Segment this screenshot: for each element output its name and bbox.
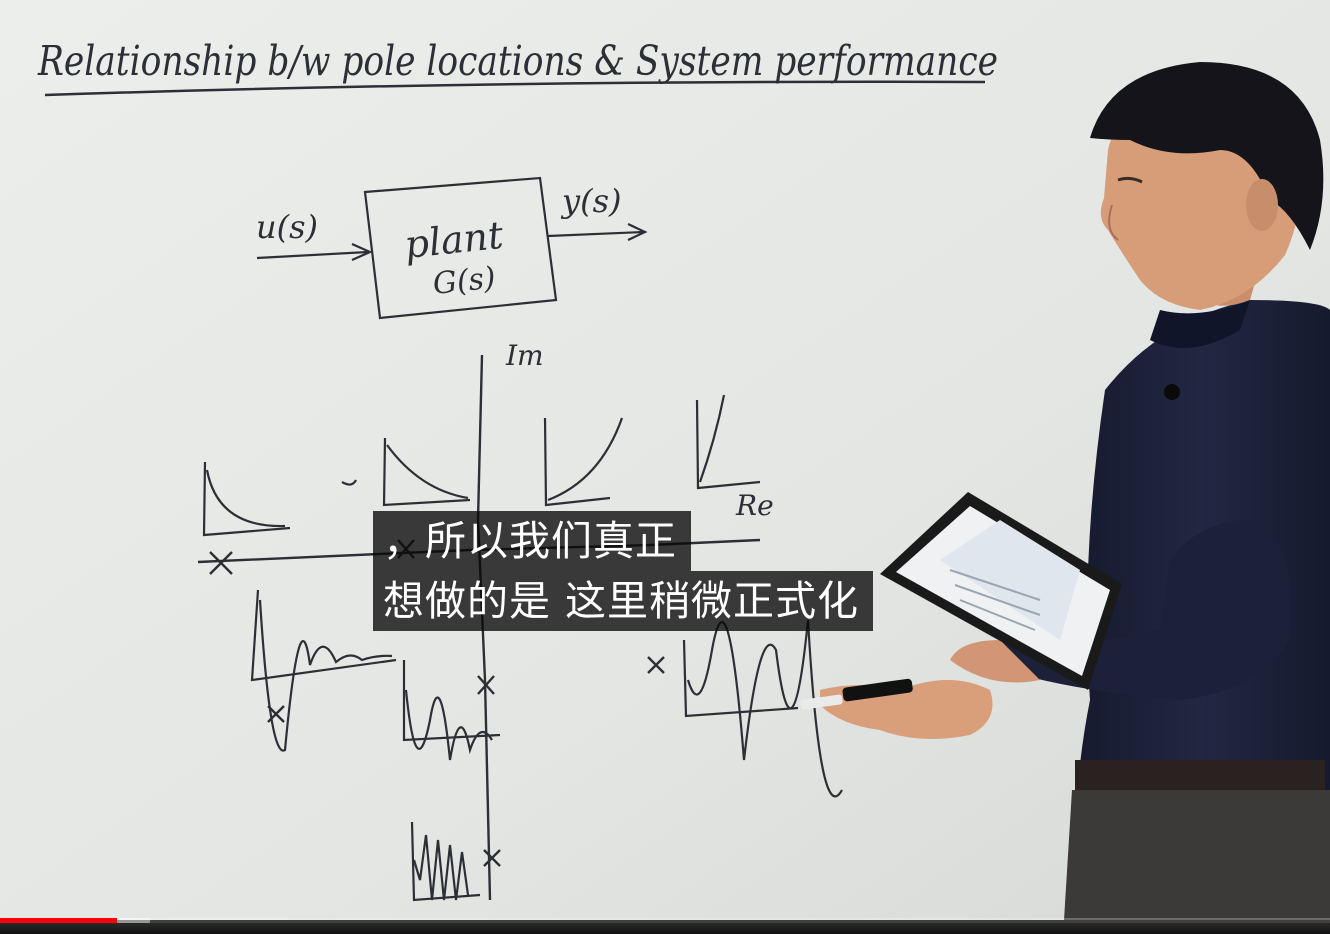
subtitle-line-2: 想做的是 这里稍微正式化 (373, 571, 874, 631)
pole-x-icon (209, 551, 233, 575)
pole-x-icon (267, 705, 285, 723)
response-sketches (202, 394, 843, 902)
presenter (800, 62, 1330, 920)
subtitle-line-1: ，所以我们真正 (373, 511, 691, 571)
subtitle-box: ，所以我们真正 想做的是 这里稍微正式化 (373, 511, 874, 631)
tablet-icon (880, 492, 1122, 690)
pole-x-icon (477, 675, 495, 695)
player-controls-strip[interactable] (0, 923, 1330, 934)
block-label-plant: plant (402, 213, 506, 267)
marker-icon (800, 678, 913, 710)
pole-x-icon (647, 656, 665, 674)
title-underline (44, 80, 986, 97)
whiteboard-title: Relationship b/w pole locations & System… (37, 37, 998, 85)
input-label: u(s) (256, 208, 318, 246)
block-diagram (256, 176, 648, 320)
axis-imag-label: Im (505, 339, 544, 372)
block-label-gs: G(s) (431, 261, 497, 302)
output-label: y(s) (560, 182, 621, 220)
progress-bar[interactable] (0, 918, 1330, 923)
progress-played (0, 918, 118, 923)
axis-real-label: Re (735, 489, 774, 522)
pole-x-icon (483, 849, 501, 867)
